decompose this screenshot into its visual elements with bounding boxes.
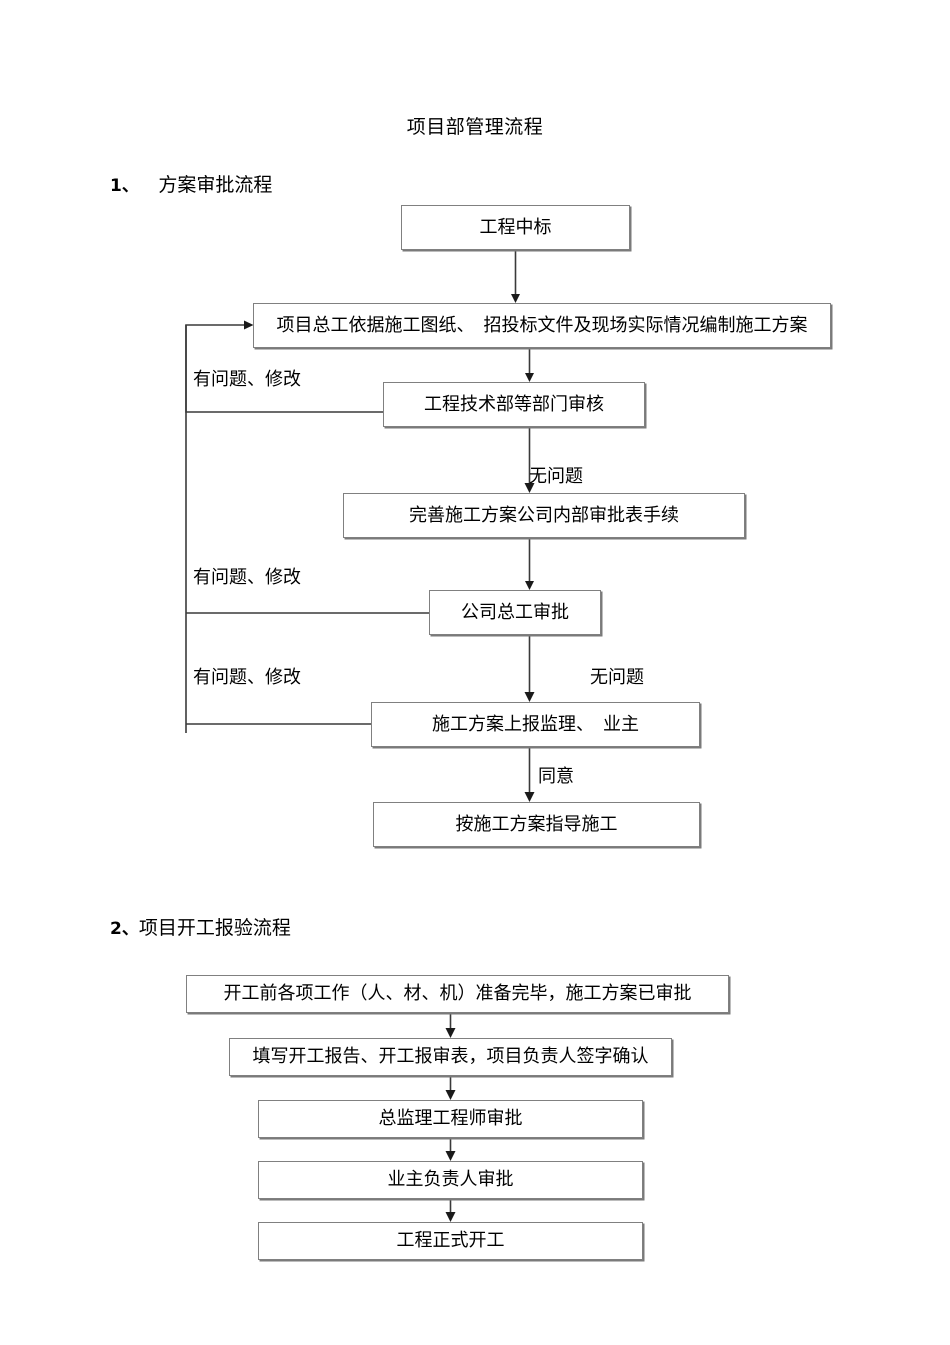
section-heading-2: 2、项目开工报验流程 [110, 913, 291, 940]
edge-label-issue-revise-2: 有问题、修改 [193, 567, 301, 588]
section-number-2: 2、 [110, 919, 139, 939]
flow-node-preparation-complete[interactable]: 开工前各项工作（人、材、机）准备完毕，施工方案已审批 [186, 975, 729, 1013]
arrowhead-m4-m5 [445, 1212, 456, 1222]
section-number-1: 1、 [110, 176, 139, 196]
flow-node-submit-to-supervisor-owner[interactable]: 施工方案上报监理、 业主 [371, 702, 700, 747]
flow-node-tech-dept-review[interactable]: 工程技术部等部门审核 [383, 382, 645, 427]
edge-label-issue-revise-1: 有问题、修改 [193, 369, 301, 390]
arrowhead-m3-m4 [445, 1151, 456, 1161]
flow-node-chief-engineer-drafts-plan[interactable]: 项目总工依据施工图纸、 招投标文件及现场实际情况编制施工方案 [253, 303, 831, 348]
flow-node-official-commencement[interactable]: 工程正式开工 [258, 1222, 643, 1260]
edge-label-agree: 同意 [538, 766, 574, 787]
arrowhead-n4-n5 [525, 581, 534, 590]
flow-node-company-chief-approval[interactable]: 公司总工审批 [429, 590, 601, 635]
edge-label-issue-revise-3: 有问题、修改 [193, 667, 301, 688]
flow-node-chief-supervisor-approval[interactable]: 总监理工程师审批 [258, 1100, 643, 1138]
arrowhead-n6-n7 [524, 792, 535, 802]
flow-node-fill-commencement-report[interactable]: 填写开工报告、开工报审表，项目负责人签字确认 [229, 1038, 672, 1076]
arrowhead-m2-m3 [445, 1090, 456, 1100]
section-gap-1 [139, 174, 158, 196]
flow-node-owner-manager-approval[interactable]: 业主负责人审批 [258, 1161, 643, 1199]
arrowhead-n1-n2 [511, 294, 520, 303]
flow-node-execute-per-plan[interactable]: 按施工方案指导施工 [373, 802, 700, 847]
arrowhead-n2-n3 [525, 373, 534, 382]
section-title-1: 方案审批流程 [158, 174, 273, 196]
section-heading-1: 1、 方案审批流程 [110, 170, 272, 197]
edge-label-no-issue-2: 无问题 [590, 667, 644, 688]
arrowhead-n5-n6 [524, 692, 535, 702]
flow-node-engineering-bid-won[interactable]: 工程中标 [401, 205, 630, 250]
flow-node-internal-approval-form[interactable]: 完善施工方案公司内部审批表手续 [343, 493, 745, 538]
page-title: 项目部管理流程 [406, 116, 544, 138]
arrowhead-m1-m2 [445, 1028, 456, 1038]
section-title-2: 项目开工报验流程 [138, 917, 291, 939]
edge-label-no-issue-1: 无问题 [529, 466, 583, 487]
